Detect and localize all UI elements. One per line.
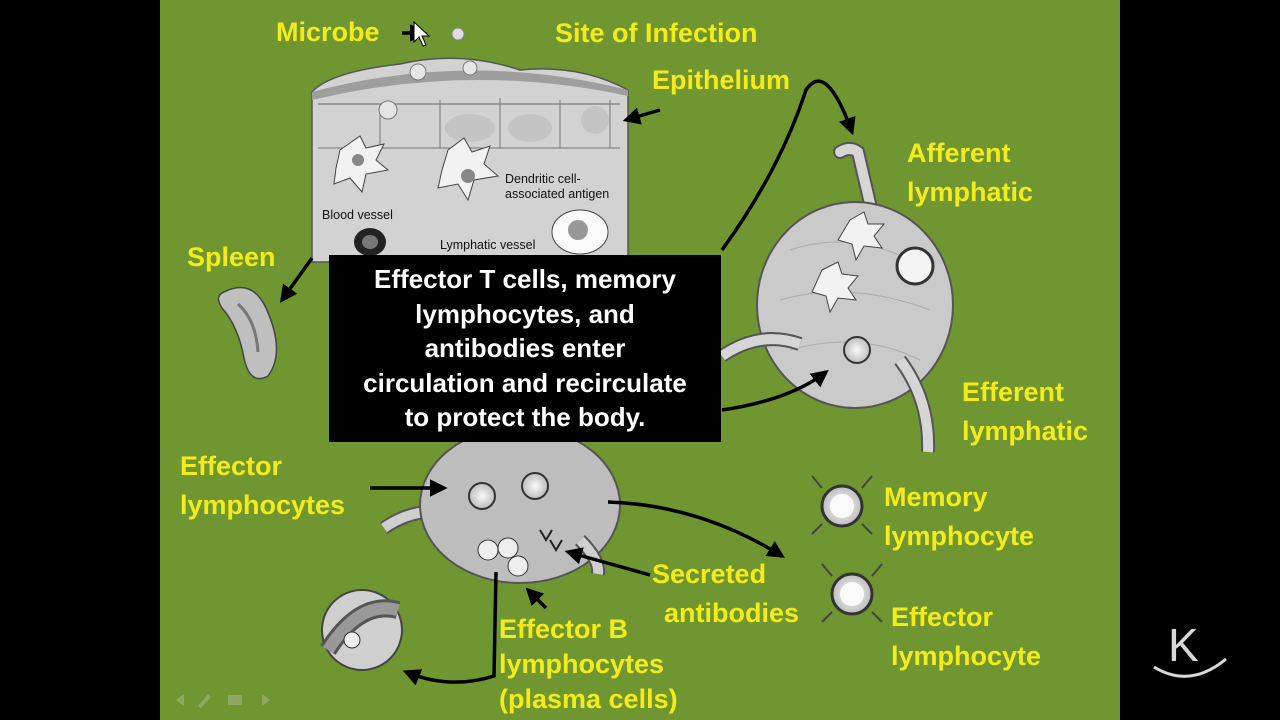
memory-line-1: Memory [884, 482, 988, 512]
callout-line-3: antibodies enter [424, 333, 626, 364]
epithelium-label: Epithelium [652, 65, 791, 95]
blood-vessel-label: Blood vessel [322, 208, 393, 222]
microbe-label: Microbe [276, 17, 380, 47]
memory-lymphocyte-label: Memory lymphocyte [884, 478, 1034, 556]
effector-b-line-3: (plasma cells) [499, 684, 678, 715]
epithelium-tissue-block [311, 27, 629, 263]
effector-lymphocytes-line-1: Effector [180, 451, 283, 481]
efferent-line-2: lymphatic [962, 416, 1089, 447]
callout-line-4: circulation and recirculate [363, 367, 687, 398]
blood-vessel-section [320, 589, 403, 671]
spleen-organ [217, 286, 278, 380]
effector-single-line-1: Effector [891, 602, 994, 632]
callout-line-2: lymphocytes, and [415, 298, 635, 329]
cursor-icon [413, 20, 431, 47]
effector-b-line-1: Effector B [499, 614, 629, 644]
pen-icon[interactable] [198, 694, 211, 708]
prev-arrow-icon[interactable] [176, 694, 184, 706]
dendritic-cell-label: Dendritic cell- associated antigen [505, 172, 609, 202]
secreted-antibodies-label: Secreted antibodies [652, 555, 799, 633]
site-of-infection-title: Site of Infection [555, 18, 758, 48]
k-logo-icon: K [1153, 619, 1227, 678]
effector-lymphocytes-line-2: lymphocytes [180, 490, 346, 521]
effector-single-line-2: lymphocyte [891, 641, 1042, 672]
efferent-lymphatic-label: Efferent lymphatic [962, 373, 1088, 451]
callout-text: Effector T cells, memory lymphocytes, an… [363, 262, 687, 435]
effector-b-line-2: lymphocytes [499, 649, 665, 680]
effector-b-lymphocytes-label: Effector B lymphocytes (plasma cells) [499, 612, 678, 717]
menu-icon[interactable] [228, 695, 242, 705]
afferent-lymphatic-label: Afferent lymphatic [907, 134, 1033, 212]
spleen-label: Spleen [187, 242, 276, 272]
arrows [279, 24, 856, 686]
slide-toolbar[interactable] [172, 690, 282, 710]
lymphatic-vessel-label: Lymphatic vessel [440, 238, 536, 252]
efferent-line-1: Efferent [962, 377, 1065, 407]
callout-line-5: to protect the body. [404, 402, 646, 433]
next-arrow-icon[interactable] [262, 694, 270, 706]
effector-lymphocyte-label: Effector lymphocyte [891, 598, 1041, 676]
memory-lymphocyte-cell [811, 475, 873, 535]
secreted-line-2: antibodies [664, 598, 800, 629]
memory-line-2: lymphocyte [884, 521, 1035, 552]
afferent-line-2: lymphatic [907, 177, 1034, 208]
secreted-line-1: Secreted [652, 559, 767, 589]
callout-line-1: Effector T cells, memory [373, 264, 676, 295]
lymph-node-bottom [380, 426, 621, 584]
svg-text:K: K [1168, 619, 1199, 671]
callout-box: Effector T cells, memory lymphocytes, an… [329, 255, 721, 442]
lymph-node-right [718, 142, 954, 453]
dendritic-line-1: Dendritic cell- [505, 172, 581, 186]
effector-lymphocyte-cell [821, 563, 883, 623]
effector-lymphocytes-label: Effector lymphocytes [180, 447, 345, 525]
afferent-line-1: Afferent [907, 138, 1011, 168]
dendritic-line-2: associated antigen [505, 187, 610, 201]
